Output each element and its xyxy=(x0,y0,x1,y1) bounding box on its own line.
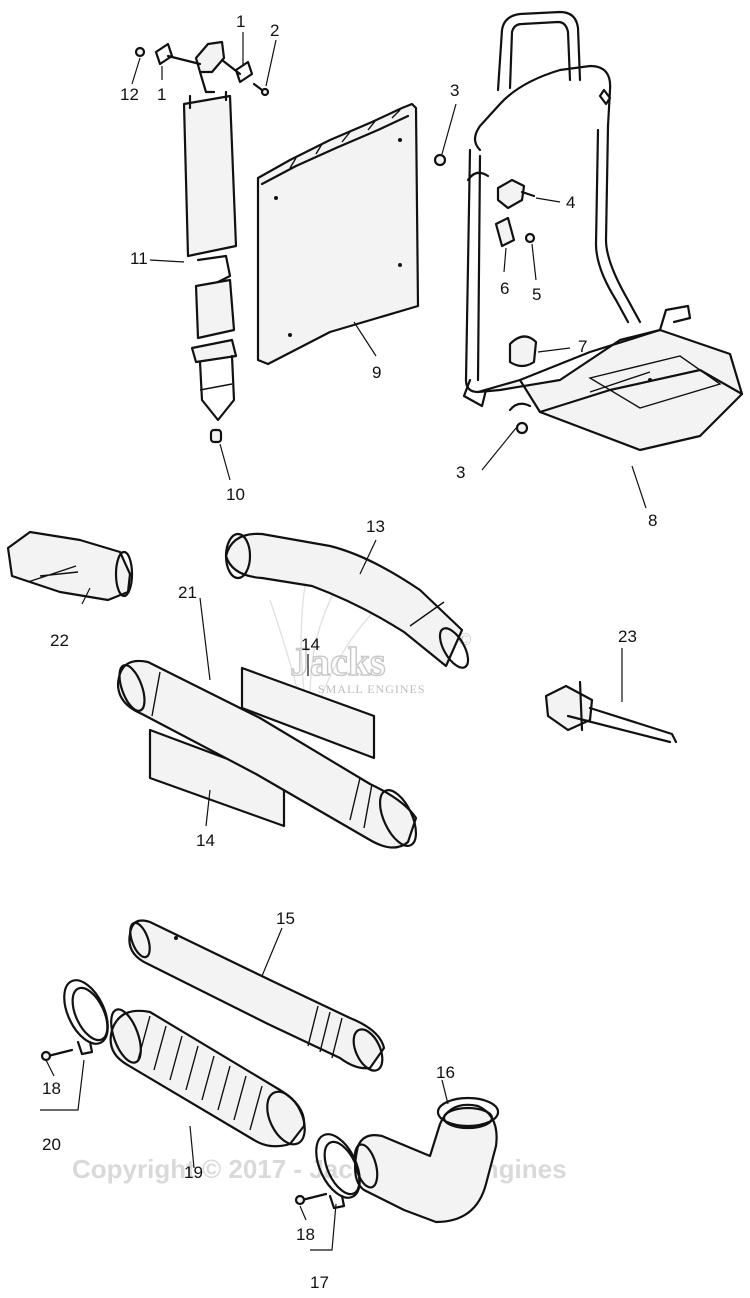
callout-11: 11 xyxy=(130,249,148,268)
callout-9: 9 xyxy=(372,363,381,382)
callout-19: 19 xyxy=(184,1163,203,1182)
callout-14-a: 14 xyxy=(301,635,320,654)
callout-3-a: 3 xyxy=(450,81,459,100)
callout-20: 20 xyxy=(42,1135,61,1154)
part-nozzle xyxy=(6,530,134,602)
callout-12: 12 xyxy=(120,85,139,104)
part-straight-tube xyxy=(116,659,418,849)
part-elbow xyxy=(353,1096,500,1224)
callout-18-b: 18 xyxy=(296,1225,315,1244)
callout-18-a: 18 xyxy=(42,1079,61,1098)
part-frame-fittings xyxy=(433,153,538,435)
watermark-subtitle: SMALL ENGINES xyxy=(318,682,426,696)
part-backpack-frame xyxy=(462,10,744,452)
part-hose-clamp-upper xyxy=(40,979,109,1062)
part-flexible-hose xyxy=(109,1008,306,1148)
callout-10: 10 xyxy=(226,485,245,504)
callout-2: 2 xyxy=(270,21,279,40)
part-strap-assembly xyxy=(134,40,270,444)
callout-1-b: 1 xyxy=(157,85,166,104)
part-back-pad xyxy=(256,102,420,366)
callout-16: 16 xyxy=(436,1063,455,1082)
callout-17: 17 xyxy=(310,1273,329,1292)
callout-15: 15 xyxy=(276,909,295,928)
leader-lines xyxy=(40,32,647,1251)
part-wrench-tool xyxy=(544,680,678,744)
part-hose-clamp-lower xyxy=(294,1133,361,1210)
part-curved-tube xyxy=(224,532,470,669)
callout-4: 4 xyxy=(566,193,575,212)
callout-8: 8 xyxy=(648,511,657,530)
callout-6: 6 xyxy=(500,279,509,298)
callout-7: 7 xyxy=(578,337,587,356)
callout-23: 23 xyxy=(618,627,637,646)
callout-5: 5 xyxy=(532,285,541,304)
watermark-logo: Jacks xyxy=(290,639,386,684)
callout-1-a: 1 xyxy=(236,12,245,31)
callout-13: 13 xyxy=(366,517,385,536)
part-extension-tube xyxy=(128,919,386,1072)
callout-labels: 1 1 2 3 3 4 5 6 7 8 9 10 11 12 13 14 14 … xyxy=(42,12,657,1292)
callout-14-b: 14 xyxy=(196,831,215,850)
callout-21: 21 xyxy=(178,583,197,602)
callout-3-b: 3 xyxy=(456,463,465,482)
callout-22: 22 xyxy=(50,631,69,650)
